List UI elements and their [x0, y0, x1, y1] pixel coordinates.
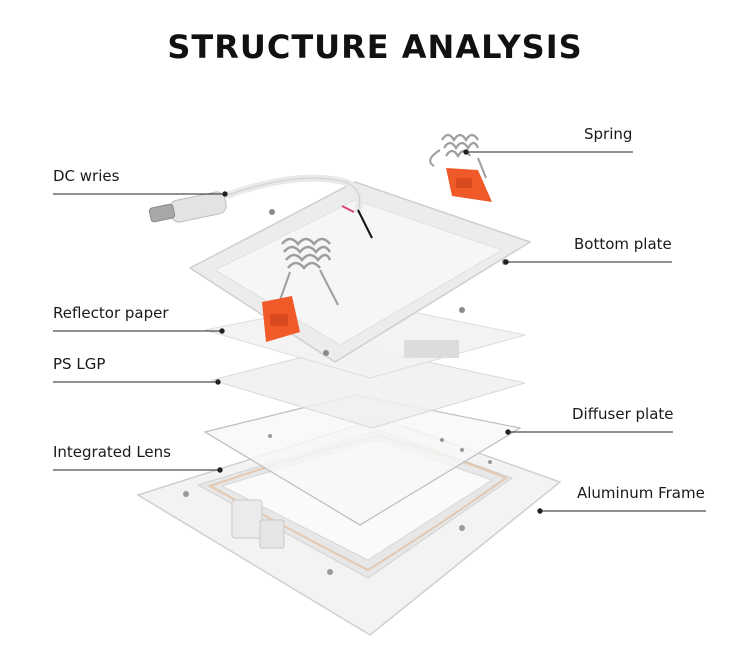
label-dc-wires: DC wries — [53, 167, 120, 185]
label-aluminum-frame: Aluminum Frame — [577, 484, 705, 502]
label-ps-lgp: PS LGP — [53, 355, 106, 373]
label-diffuser-plate: Diffuser plate — [572, 405, 674, 423]
label-integrated-lens: Integrated Lens — [53, 443, 171, 461]
spring-illustration — [429, 133, 492, 202]
leader-lines — [53, 149, 706, 514]
label-reflector-paper: Reflector paper — [53, 304, 169, 322]
dc-wires-illustration — [148, 174, 373, 239]
label-bottom-plate: Bottom plate — [574, 235, 672, 253]
label-spring: Spring — [584, 125, 633, 143]
page-title: STRUCTURE ANALYSIS — [167, 28, 583, 66]
spring-on-plate-illustration — [262, 237, 339, 342]
